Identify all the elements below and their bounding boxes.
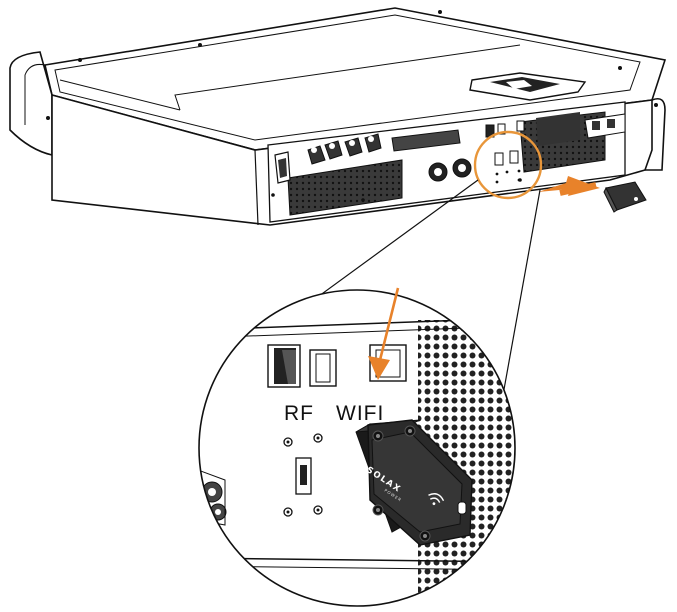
ac-connectors bbox=[428, 158, 472, 182]
usb-port bbox=[295, 457, 312, 495]
comm-port-strip bbox=[391, 129, 461, 152]
rf-port bbox=[267, 344, 301, 388]
wifi-icon bbox=[428, 493, 445, 506]
ac-terminal bbox=[584, 113, 626, 139]
wifi-insert-arrow bbox=[368, 287, 400, 380]
dongle-status-light bbox=[457, 501, 467, 515]
zoom-detail: RF WIFI bbox=[198, 289, 516, 607]
zoom-leader-line-right bbox=[502, 189, 541, 396]
left-vent-grill bbox=[287, 159, 403, 216]
wifi-dongle: SOLAX POWER bbox=[355, 419, 473, 546]
wifi-label: WIFI bbox=[336, 402, 384, 425]
insertion-arrow bbox=[538, 176, 600, 196]
port-highlight-circle bbox=[473, 130, 543, 200]
dc-connectors bbox=[307, 133, 382, 165]
wifi-port-left bbox=[309, 349, 337, 387]
rf-label: RF bbox=[284, 402, 314, 425]
wifi-dongle-small bbox=[603, 181, 647, 213]
highlighted-ports-small bbox=[494, 150, 521, 184]
inverter-unit bbox=[9, 7, 667, 226]
display-window bbox=[469, 72, 587, 101]
